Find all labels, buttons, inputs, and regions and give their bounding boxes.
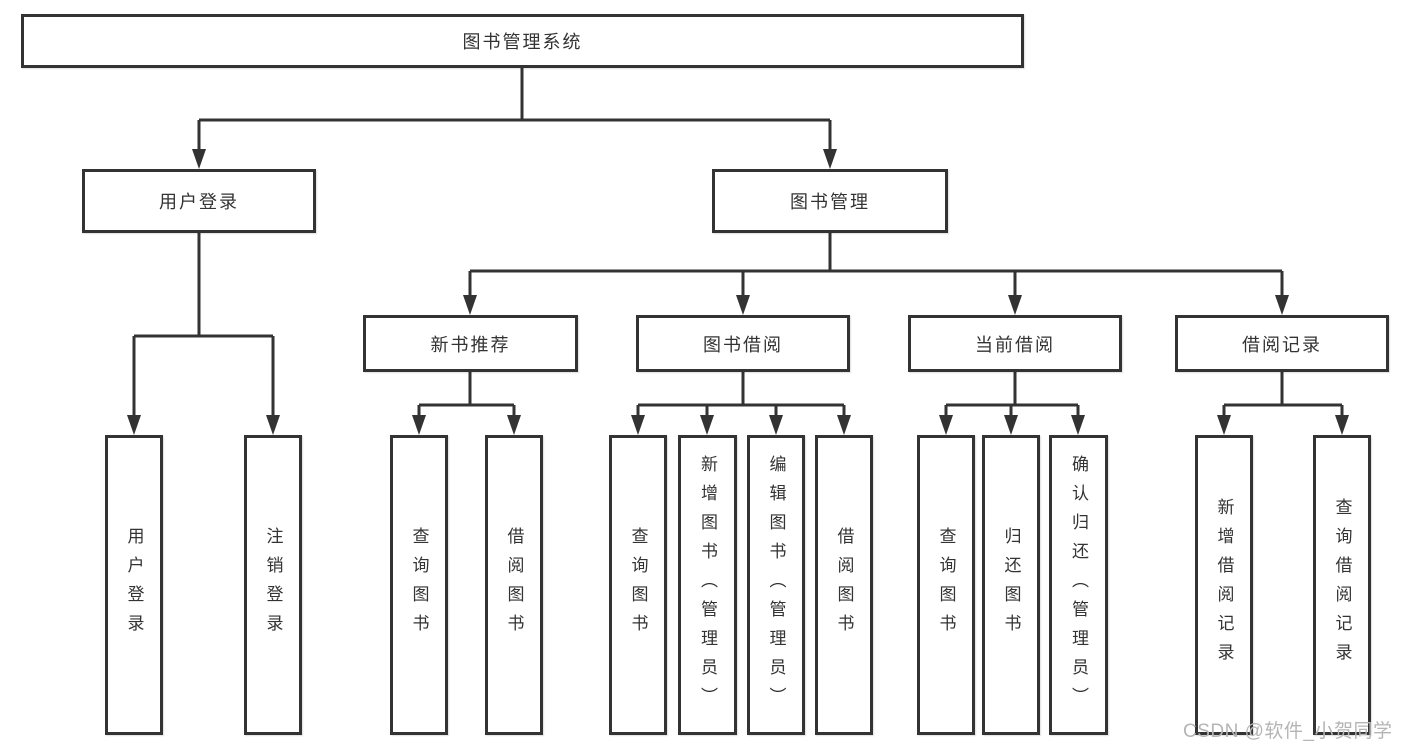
arrowhead-icon bbox=[769, 415, 783, 435]
node-current-return-books-label: 归还图书 bbox=[1001, 527, 1021, 643]
node-root-label: 图书管理系统 bbox=[462, 32, 583, 52]
node-borrowing-query-books-label: 查询图书 bbox=[628, 527, 648, 643]
node-borrowing-add-books-admin-label: 新增图书（管理员） bbox=[698, 454, 717, 716]
node-book-management: 图书管理 bbox=[712, 169, 948, 233]
arrowhead-icon bbox=[1335, 415, 1349, 435]
arrowhead-icon bbox=[736, 295, 750, 315]
node-logout-action-label: 注销登录 bbox=[263, 527, 283, 643]
arrowhead-icon bbox=[412, 415, 426, 435]
arrowhead-icon bbox=[837, 415, 851, 435]
arrowhead-icon bbox=[192, 149, 206, 169]
node-records-add-record-label: 新增借阅记录 bbox=[1214, 498, 1234, 672]
node-current-return-books: 归还图书 bbox=[982, 435, 1040, 735]
node-newbooks-query-books: 查询图书 bbox=[390, 435, 448, 735]
node-borrowing-borrow-books-label: 借阅图书 bbox=[834, 527, 854, 643]
node-book-management-label: 图书管理 bbox=[790, 192, 870, 212]
node-book-borrowing-label: 图书借阅 bbox=[703, 334, 783, 355]
node-current-confirm-return-admin: 确认归还（管理员） bbox=[1049, 435, 1108, 735]
node-logout-action: 注销登录 bbox=[244, 435, 302, 735]
arrowhead-icon bbox=[823, 149, 837, 169]
arrowhead-icon bbox=[266, 415, 280, 435]
arrowhead-icon bbox=[1004, 415, 1018, 435]
node-new-book-recommend: 新书推荐 bbox=[363, 315, 578, 372]
arrowhead-icon bbox=[463, 295, 477, 315]
node-borrowing-edit-books-admin-label: 编辑图书（管理员） bbox=[766, 454, 786, 716]
arrowhead-icon bbox=[631, 415, 645, 435]
node-records-add-record: 新增借阅记录 bbox=[1195, 435, 1253, 735]
arrowhead-icon bbox=[127, 415, 141, 435]
arrowhead-icon bbox=[1275, 295, 1289, 315]
node-newbooks-query-books-label: 查询图书 bbox=[409, 527, 429, 643]
node-records-query-record-label: 查询借阅记录 bbox=[1332, 498, 1352, 672]
node-login-action: 用户登录 bbox=[105, 435, 163, 735]
node-current-query-books-label: 查询图书 bbox=[936, 527, 956, 643]
node-borrowing-borrow-books: 借阅图书 bbox=[815, 435, 873, 735]
arrowhead-icon bbox=[939, 415, 953, 435]
csdn-watermark: CSDN @软件_小贺同学 bbox=[1183, 721, 1393, 742]
arrowhead-icon bbox=[1008, 295, 1022, 315]
node-borrow-records-label: 借阅记录 bbox=[1242, 334, 1322, 355]
node-borrowing-query-books: 查询图书 bbox=[609, 435, 667, 735]
node-newbooks-borrow-books: 借阅图书 bbox=[485, 435, 543, 735]
node-current-confirm-return-admin-label: 确认归还（管理员） bbox=[1069, 454, 1088, 716]
arrowhead-icon bbox=[700, 415, 714, 435]
node-borrowing-add-books-admin: 新增图书（管理员） bbox=[678, 435, 737, 735]
node-new-book-recommend-label: 新书推荐 bbox=[430, 334, 511, 355]
node-newbooks-borrow-books-label: 借阅图书 bbox=[504, 527, 524, 643]
connector-paths bbox=[132, 68, 1344, 417]
node-borrowing-edit-books-admin: 编辑图书（管理员） bbox=[747, 435, 805, 735]
node-user-login-label: 用户登录 bbox=[159, 192, 239, 212]
arrowhead-icon bbox=[1217, 415, 1231, 435]
node-records-query-record: 查询借阅记录 bbox=[1313, 435, 1371, 735]
arrowhead-icon bbox=[507, 415, 521, 435]
arrowhead-icons bbox=[127, 149, 1349, 435]
node-borrow-records: 借阅记录 bbox=[1175, 315, 1389, 372]
node-current-query-books: 查询图书 bbox=[917, 435, 975, 735]
node-user-login: 用户登录 bbox=[82, 169, 316, 233]
node-login-action-label: 用户登录 bbox=[124, 527, 144, 643]
node-root: 图书管理系统 bbox=[21, 14, 1024, 68]
node-book-borrowing: 图书借阅 bbox=[636, 315, 850, 372]
node-current-borrowing: 当前借阅 bbox=[908, 315, 1122, 372]
arrowhead-icon bbox=[1071, 415, 1085, 435]
node-current-borrowing-label: 当前借阅 bbox=[975, 334, 1055, 355]
